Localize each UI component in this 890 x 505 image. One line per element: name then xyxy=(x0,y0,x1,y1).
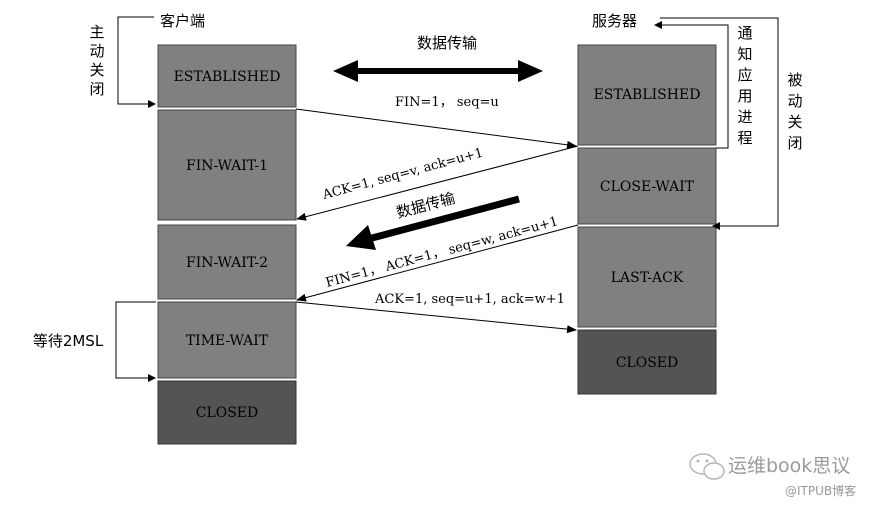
notify-app-char: 进 xyxy=(737,108,752,126)
active-close-bracket xyxy=(117,16,156,108)
fin1-arrow xyxy=(295,108,577,149)
notify-app-char: 程 xyxy=(737,129,752,147)
wait-2msl-bracket xyxy=(115,301,156,382)
data-transfer-arrow xyxy=(346,195,520,250)
server-state-label: ESTABLISHED xyxy=(594,87,701,103)
notify-app-char: 用 xyxy=(737,87,752,105)
passive-close-char: 被 xyxy=(787,71,802,89)
client-state-closed: CLOSED xyxy=(157,380,297,445)
client-state-label: TIME-WAIT xyxy=(186,333,269,349)
watermark-source: @ITPUB博客 xyxy=(785,483,856,498)
passive-close-char: 动 xyxy=(787,92,802,110)
server-state-last-ack: LAST-ACK xyxy=(577,226,717,328)
notify-app-bracket xyxy=(654,21,729,149)
client-state-label: ESTABLISHED xyxy=(174,69,281,85)
ack2-label: ACK=1, seq=u+1, ack=w+1 xyxy=(374,292,565,307)
fin1-label: FIN=1， seq=u xyxy=(395,95,499,110)
client-title: 客户端 xyxy=(160,12,205,30)
server-state-label: LAST-ACK xyxy=(611,270,684,286)
fin2-label: FIN=1， ACK=1， seq=w, ack=u+1 xyxy=(324,214,560,291)
client-state-established: ESTABLISHED xyxy=(157,44,297,108)
notify-app-char: 应 xyxy=(737,66,752,84)
client-state-fin-wait-2: FIN-WAIT-2 xyxy=(157,224,297,300)
active-close-char: 闭 xyxy=(89,80,104,98)
server-state-label: CLOSED xyxy=(616,355,679,371)
notify-app-char: 知 xyxy=(737,45,752,63)
client-state-label: FIN-WAIT-1 xyxy=(186,158,268,174)
client-state-time-wait: TIME-WAIT xyxy=(157,301,297,379)
active-close-char: 动 xyxy=(89,42,104,60)
wait-2msl-label: 等待2MSL xyxy=(33,332,104,350)
client-state-label: CLOSED xyxy=(196,405,259,421)
passive-close-char: 关 xyxy=(787,113,802,131)
server-state-established: ESTABLISHED xyxy=(577,44,717,146)
fin2-arrow xyxy=(296,224,579,302)
watermark-brand: 运维book思议 xyxy=(728,455,850,477)
wechat-icon xyxy=(689,453,725,480)
ack1-arrow xyxy=(296,145,579,221)
server-state-label: CLOSE-WAIT xyxy=(600,179,695,195)
server-state-close-wait: CLOSE-WAIT xyxy=(577,147,717,225)
passive-close-bracket xyxy=(660,17,779,230)
active-close-char: 主 xyxy=(89,23,104,41)
server-state-closed: CLOSED xyxy=(577,329,717,395)
client-state-label: FIN-WAIT-2 xyxy=(186,255,268,271)
notify-app-char: 通 xyxy=(737,24,752,42)
transfer-label-top: 数据传输 xyxy=(417,34,477,52)
server-title: 服务器 xyxy=(592,12,637,30)
active-close-char: 关 xyxy=(89,61,104,79)
data-transfer-double-arrow xyxy=(333,60,543,82)
passive-close-char: 闭 xyxy=(787,134,802,152)
ack2-arrow xyxy=(295,301,577,334)
ack1-label: ACK=1, seq=v, ack=u+1 xyxy=(320,146,485,204)
client-state-fin-wait-1: FIN-WAIT-1 xyxy=(157,109,297,221)
